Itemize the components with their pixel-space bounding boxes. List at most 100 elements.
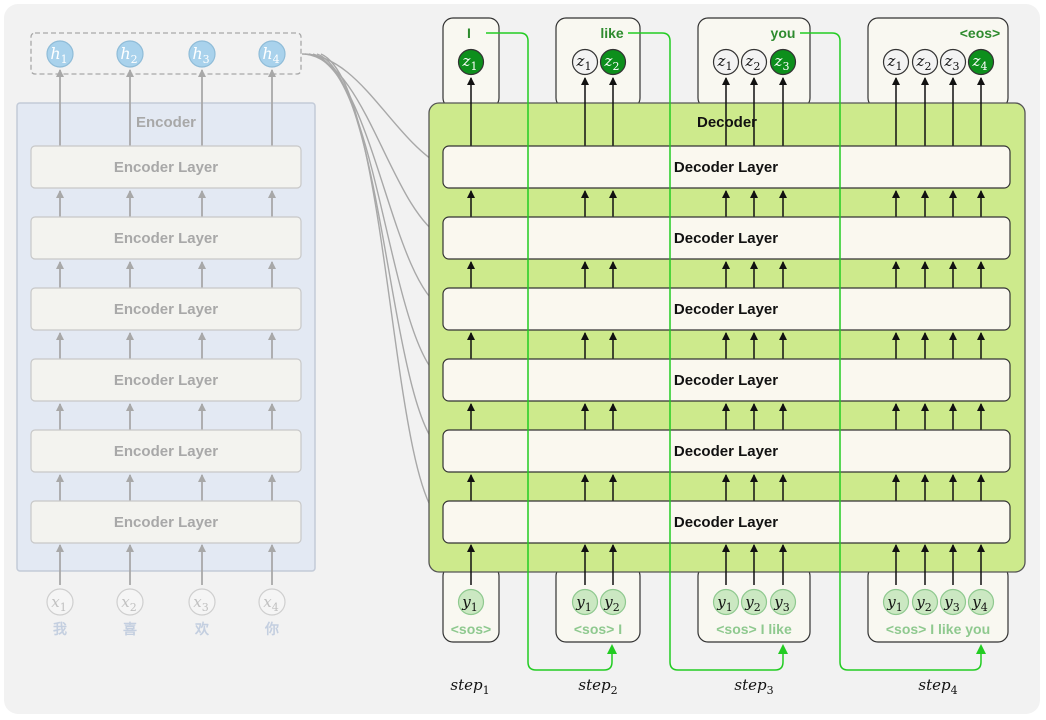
encoder-layer-label: Encoder Layer <box>114 159 218 176</box>
decoder-input-node <box>571 588 599 616</box>
hidden-state-label: h1 <box>50 44 67 66</box>
cross-attention-line <box>316 53 444 452</box>
hidden-state-node <box>258 40 286 68</box>
encoder-layer <box>30 500 302 544</box>
step-label-subscript: 1 <box>483 684 490 697</box>
hidden-state-node <box>46 40 74 68</box>
output-label: z3 <box>944 52 960 73</box>
current-output-node <box>457 48 485 76</box>
output-label: z1 <box>717 52 733 73</box>
decoder-input-label-subscript: 1 <box>726 601 733 614</box>
decoder-layer-label: Decoder Layer <box>674 301 778 318</box>
output-label: z2 <box>604 52 620 73</box>
hidden-state-label-subscript: 1 <box>61 53 68 66</box>
hidden-state-label: h2 <box>120 44 137 66</box>
encoder-input-label-subscript: 2 <box>130 601 137 614</box>
step-label-base: step <box>578 676 611 694</box>
decoder-input-label: y3 <box>773 593 789 614</box>
hidden-state-label-subscript: 3 <box>203 53 210 66</box>
encoder-input-label-base: x <box>121 593 130 611</box>
step-label: step2 <box>578 676 617 697</box>
output-label-subscript: 2 <box>924 60 931 73</box>
encoder-layer-label: Encoder Layer <box>114 514 218 531</box>
decoder-layer-label: Decoder Layer <box>674 514 778 531</box>
decoder-input-label-subscript: 2 <box>925 601 932 614</box>
output-label-base: z <box>604 52 613 70</box>
decoder-layer-label: Decoder Layer <box>674 372 778 389</box>
encoder-layer <box>30 145 302 189</box>
encoder-input-label-base: x <box>51 593 60 611</box>
encoder-title: Encoder <box>136 114 196 131</box>
decoder-input-label-base: y <box>603 593 613 611</box>
output-word: you <box>771 25 796 41</box>
decoder-input-label-base: y <box>744 593 754 611</box>
encoder-input-node <box>116 588 144 616</box>
output-label-subscript: 2 <box>612 60 619 73</box>
decoder-layer-label: Decoder Layer <box>674 443 778 460</box>
hidden-state-node <box>116 40 144 68</box>
hidden-state-label-subscript: 2 <box>131 53 138 66</box>
current-output-node <box>769 48 797 76</box>
decoder-input-label-base: y <box>461 593 471 611</box>
decoder-input-label: y1 <box>886 593 902 614</box>
decoder-input-node <box>911 588 939 616</box>
output-label: z1 <box>887 52 903 73</box>
encoder-input-label-base: x <box>193 593 202 611</box>
output-label-base: z <box>944 52 953 70</box>
decoder-input-label-base: y <box>915 593 925 611</box>
decoder-input-label-subscript: 1 <box>471 601 478 614</box>
output-label-base: z <box>774 52 783 70</box>
encoder-input-label-subscript: 1 <box>60 601 67 614</box>
decoder-input-words: <sos> I <box>574 621 622 637</box>
encoder-input-label-subscript: 4 <box>272 601 279 614</box>
decoder-input-label-subscript: 4 <box>981 601 988 614</box>
decoder-input-node <box>939 588 967 616</box>
output-label-subscript: 4 <box>980 60 987 73</box>
source-word: 欢 <box>194 621 210 637</box>
hidden-state-node <box>188 40 216 68</box>
decoder-input-node <box>712 588 740 616</box>
decoder-input-node <box>457 588 485 616</box>
decoder-layer <box>442 145 1011 189</box>
past-output-node <box>882 48 910 76</box>
output-label: z2 <box>745 52 761 73</box>
hidden-state-label-base: h <box>192 44 202 63</box>
encoder-input-label-subscript: 3 <box>202 601 209 614</box>
encoder-input-label: x3 <box>193 593 208 614</box>
decoder-input-label-subscript: 1 <box>896 601 903 614</box>
step-label-base: step <box>450 676 483 694</box>
feedback-line <box>486 32 617 671</box>
source-word: 我 <box>53 621 67 637</box>
output-label-subscript: 3 <box>952 60 959 73</box>
decoder-input-node <box>599 588 627 616</box>
feedback-line <box>800 32 986 671</box>
encoder-input-label: x1 <box>51 593 66 614</box>
decoder-input-label-base: y <box>575 593 585 611</box>
encoder-input-label: x4 <box>263 593 278 614</box>
encoder-layer-label: Encoder Layer <box>114 230 218 247</box>
decoder-input-label-base: y <box>971 593 981 611</box>
encoder-layer <box>30 216 302 260</box>
decoder-input-label: y1 <box>461 593 477 614</box>
step-label-base: step <box>734 676 767 694</box>
past-output-node <box>911 48 939 76</box>
encoder-layer-label: Encoder Layer <box>114 443 218 460</box>
decoder-input-label-base: y <box>943 593 953 611</box>
decoder-input-label: y2 <box>603 593 619 614</box>
encoder-layer <box>30 287 302 331</box>
output-label: z4 <box>972 52 988 73</box>
output-label: z3 <box>774 52 790 73</box>
decoder-input-words: <sos> I like <box>716 621 792 637</box>
step-label-base: step <box>918 676 951 694</box>
decoder-layer <box>442 358 1011 402</box>
decoder-input-label: y2 <box>915 593 931 614</box>
decoder-layer <box>442 500 1011 544</box>
output-label-subscript: 1 <box>584 60 591 73</box>
cross-attention-line <box>320 53 444 523</box>
hidden-state-label-subscript: 4 <box>273 53 280 66</box>
hidden-states-box <box>30 32 302 75</box>
decoder-input-label-subscript: 2 <box>754 601 761 614</box>
encoder-input-label: x2 <box>121 593 136 614</box>
output-label: z1 <box>462 52 478 73</box>
